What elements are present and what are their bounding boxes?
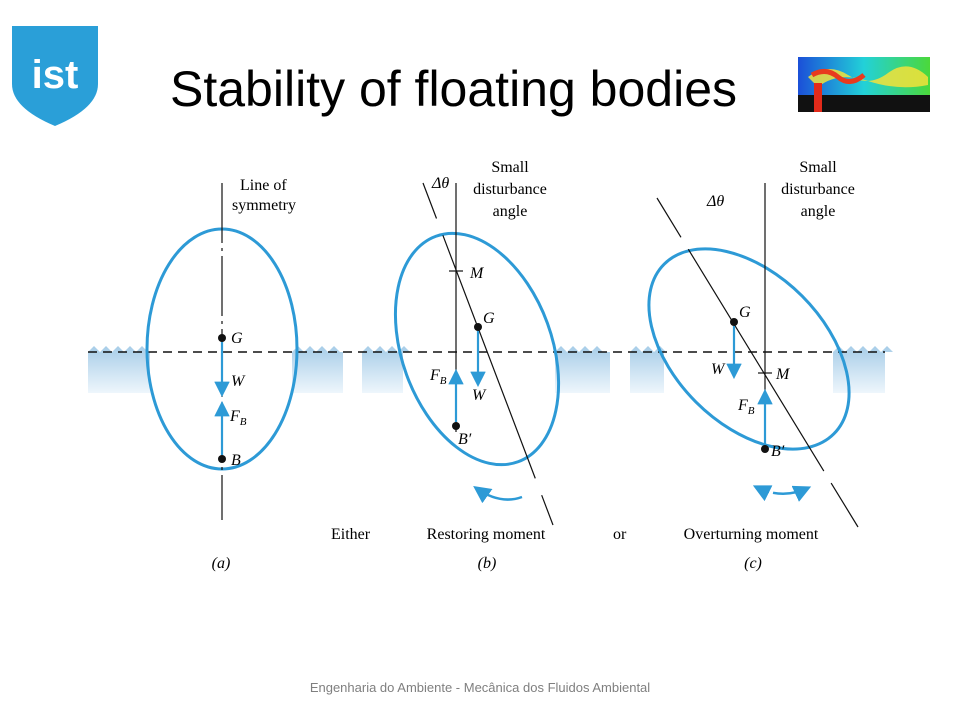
label-angle-c-1: Small	[799, 159, 837, 176]
label-bp-b: B′	[458, 431, 472, 448]
label-angle-c-3: angle	[801, 203, 836, 220]
panel-b: Δθ Small disturbance angle M G FB W B′ R…	[393, 159, 561, 572]
label-angle-c-2: disturbance	[781, 181, 855, 198]
label-m-b: M	[469, 265, 485, 282]
body-c	[647, 247, 851, 451]
label-w-a: W	[231, 373, 246, 390]
point-g-c	[730, 318, 738, 326]
moment-arrow-c	[752, 485, 812, 502]
word-or: or	[613, 526, 627, 543]
point-b-c	[761, 445, 769, 453]
moment-arrow-b	[473, 485, 523, 504]
label-fb-a: FB	[229, 408, 247, 428]
label-w-b: W	[472, 387, 487, 404]
label-angle-b-2: disturbance	[473, 181, 547, 198]
label-b-a: B	[231, 452, 241, 469]
point-b-a	[218, 455, 226, 463]
panel-a: Line of symmetry G W FB B (a)	[145, 177, 299, 572]
tilted-axis-c	[656, 197, 859, 528]
label-g-b: G	[483, 310, 495, 327]
slide-footer: Engenharia do Ambiente - Mecânica dos Fl…	[309, 680, 651, 695]
label-angle-b-3: angle	[493, 203, 528, 220]
ist-logo: ist	[12, 26, 98, 126]
caption-b: (b)	[478, 555, 497, 572]
moment-label-b: Restoring moment	[427, 526, 546, 543]
caption-a: (a)	[212, 555, 231, 572]
label-dtheta-b: Δθ	[431, 175, 449, 192]
label-g-a: G	[231, 330, 243, 347]
moment-label-c: Overturning moment	[684, 526, 819, 543]
point-g-a	[218, 334, 226, 342]
label-m-c: M	[775, 366, 791, 383]
body-b	[393, 231, 561, 467]
svg-text:ist: ist	[32, 53, 79, 97]
label-fb-c: FB	[737, 397, 755, 417]
label-axis-a-2: symmetry	[232, 197, 296, 214]
label-g-c: G	[739, 304, 751, 321]
panel-c: Δθ Small disturbance angle G W M FB B′ O…	[647, 159, 859, 572]
water-b	[362, 346, 610, 393]
label-angle-b-1: Small	[491, 159, 529, 176]
word-either: Either	[331, 526, 371, 543]
label-axis-a-1: Line of	[240, 177, 287, 194]
caption-c: (c)	[744, 555, 762, 572]
tilted-axis-b	[422, 182, 554, 526]
label-bp-c: B′	[771, 443, 785, 460]
slide-title: Stability of floating bodies	[170, 61, 738, 117]
point-g-b	[474, 323, 482, 331]
label-dtheta-c: Δθ	[706, 193, 724, 210]
label-fb-b: FB	[429, 367, 447, 387]
simulation-thumbnail	[798, 57, 930, 112]
label-w-c: W	[711, 361, 726, 378]
water-a	[88, 346, 343, 393]
point-b-b	[452, 422, 460, 430]
